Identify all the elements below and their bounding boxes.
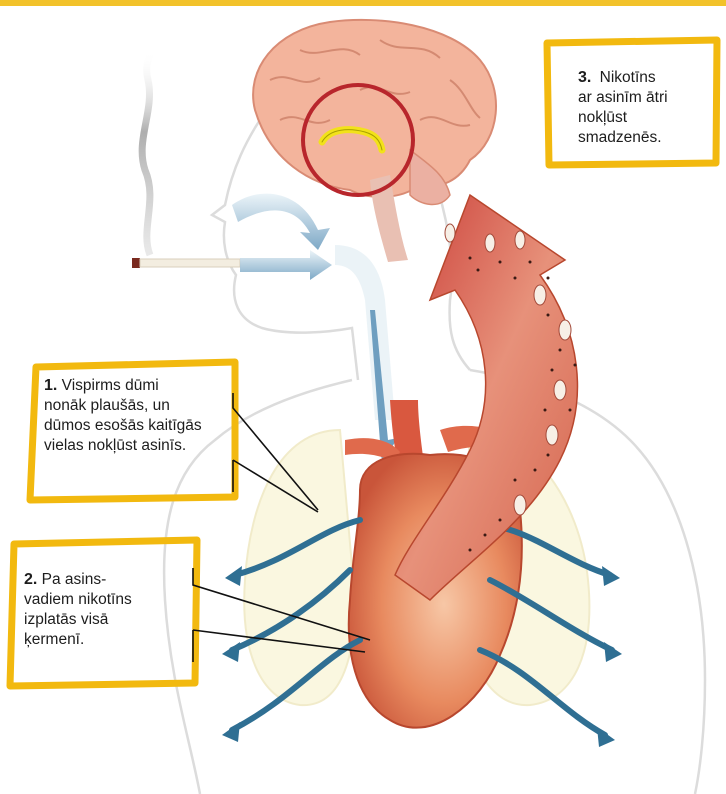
callout-1-line-1: Vispirms dūmi [62, 377, 159, 394]
callout-3-line-2: ar asinīm ātri [578, 89, 668, 106]
callout-2-line-3: izplatās visā [24, 611, 108, 628]
smoke-plume [142, 50, 152, 255]
callout-3-line-4: smadzenēs. [578, 129, 662, 146]
cigarette-icon [132, 258, 240, 268]
callout-1-line-3: dūmos esošās kaitīgās [44, 417, 202, 434]
callout-3-line-3: nokļūst [578, 109, 627, 126]
callout-2-line-1: Pa asins- [42, 571, 107, 588]
callout-2-line-2: vadiem nikotīns [24, 591, 132, 608]
callout-3-line-1: Nikotīns [600, 69, 656, 86]
callout-2-line-4: ķermenī. [24, 631, 84, 648]
callout-2-number: 2. [24, 571, 37, 588]
callout-1-line-4: vielas nokļūst asinīs. [44, 437, 186, 454]
callout-3-number: 3. [578, 69, 591, 86]
callout-1-number: 1. [44, 377, 57, 394]
callout-1-line-2: nonāk plaušās, un [44, 397, 170, 414]
